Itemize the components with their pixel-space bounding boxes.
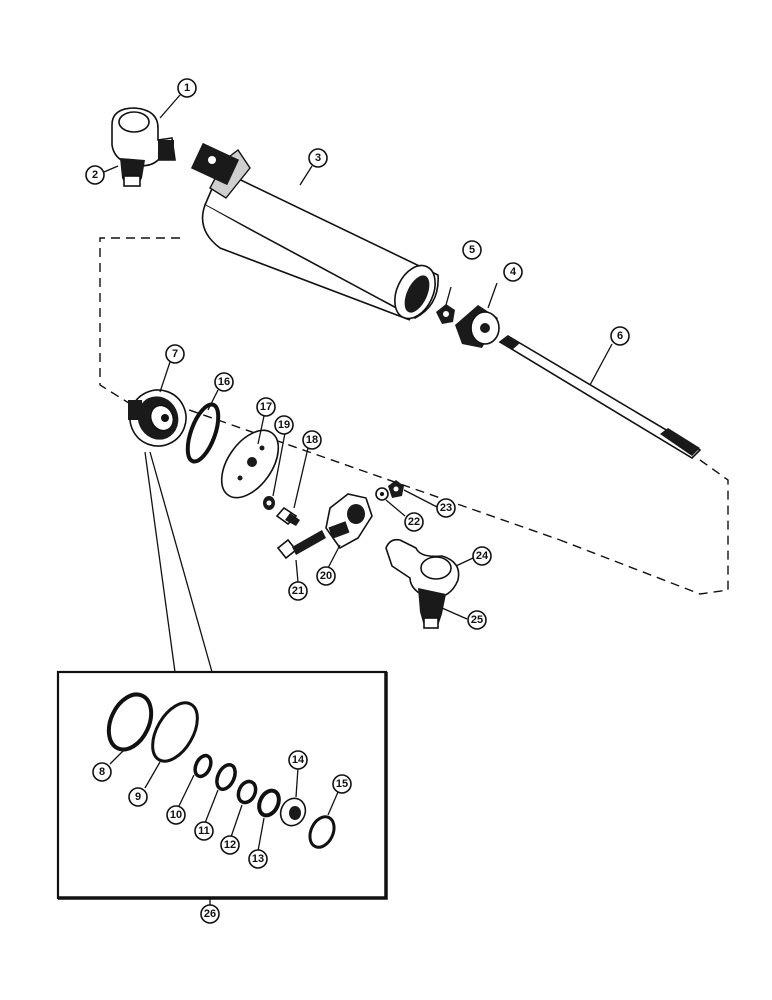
callout-14: 14 (288, 750, 308, 770)
callout-17: 17 (256, 397, 276, 417)
long-bolt (276, 530, 326, 560)
callout-9: 9 (128, 787, 148, 807)
svg-text:10: 10 (170, 809, 182, 821)
tie-rod-end-lower (385, 538, 460, 629)
svg-text:3: 3 (315, 152, 321, 164)
tie-rod-end-upper (111, 107, 176, 187)
callout-21: 21 (288, 581, 308, 601)
callout-18: 18 (302, 430, 322, 450)
callout-25: 25 (467, 610, 487, 630)
callout-20: 20 (316, 566, 336, 586)
svg-text:17: 17 (260, 401, 272, 413)
callout-13: 13 (248, 849, 268, 869)
callout-19: 19 (274, 415, 294, 435)
callout-7: 7 (165, 344, 185, 364)
leader-lines (103, 94, 613, 906)
callout-2: 2 (85, 165, 105, 185)
o-ring-large (106, 692, 154, 752)
plate (220, 429, 280, 499)
wiper-ring-b (236, 779, 258, 805)
piston-gland-assembly (128, 389, 187, 447)
small-bolt (275, 506, 300, 526)
detail-box-shadow (58, 672, 388, 900)
svg-text:8: 8 (99, 766, 105, 778)
callout-26: 26 (200, 904, 220, 924)
callout-11: 11 (194, 821, 214, 841)
cylinder-tube (190, 142, 439, 321)
clamp (325, 493, 373, 550)
svg-text:18: 18 (306, 434, 318, 446)
assembly-dashed-outline (99, 237, 729, 595)
svg-text:14: 14 (292, 754, 305, 766)
callout-23: 23 (436, 498, 456, 518)
callout-4: 4 (503, 262, 523, 282)
svg-text:11: 11 (198, 825, 210, 837)
svg-text:6: 6 (617, 330, 623, 342)
svg-text:7: 7 (172, 348, 178, 360)
snap-ring (185, 402, 221, 464)
lock-washer (263, 496, 275, 510)
callout-3: 3 (308, 148, 328, 168)
detail-leader-left (144, 451, 176, 673)
detail-leader-right (149, 451, 213, 673)
svg-text:23: 23 (440, 502, 452, 514)
svg-text:25: 25 (471, 614, 483, 626)
flat-washer (375, 487, 389, 501)
clamp-nut (388, 480, 404, 498)
wiper-ring-a (215, 762, 237, 792)
svg-text:22: 22 (408, 516, 420, 528)
callout-1: 1 (177, 78, 197, 98)
backup-ring (151, 701, 199, 763)
svg-text:24: 24 (476, 550, 489, 562)
callout-6: 6 (610, 326, 630, 346)
svg-text:20: 20 (320, 570, 332, 582)
bushing (455, 305, 500, 348)
callout-24: 24 (472, 546, 492, 566)
svg-text:15: 15 (336, 778, 348, 790)
inner-seal (193, 753, 213, 779)
svg-text:26: 26 (204, 908, 216, 920)
svg-text:1: 1 (184, 82, 190, 94)
callout-12: 12 (220, 835, 240, 855)
svg-text:9: 9 (135, 791, 141, 803)
callout-22: 22 (404, 512, 424, 532)
callout-15: 15 (332, 774, 352, 794)
svg-text:2: 2 (92, 169, 98, 181)
nut (436, 304, 455, 324)
piston-rod (498, 335, 702, 460)
retaining-ring (308, 815, 336, 849)
svg-text:5: 5 (469, 244, 475, 256)
callout-8: 8 (92, 762, 112, 782)
callout-10: 10 (166, 805, 186, 825)
svg-text:16: 16 (218, 376, 230, 388)
svg-text:4: 4 (510, 266, 517, 278)
callout-5: 5 (462, 240, 482, 260)
callout-16: 16 (214, 372, 234, 392)
piston-detail (279, 797, 307, 827)
svg-text:19: 19 (278, 419, 290, 431)
seal-ring-c (257, 788, 281, 818)
assembly-dashed-diagonal (174, 404, 561, 541)
svg-text:13: 13 (252, 853, 264, 865)
svg-text:21: 21 (292, 585, 304, 597)
svg-text:12: 12 (224, 839, 236, 851)
